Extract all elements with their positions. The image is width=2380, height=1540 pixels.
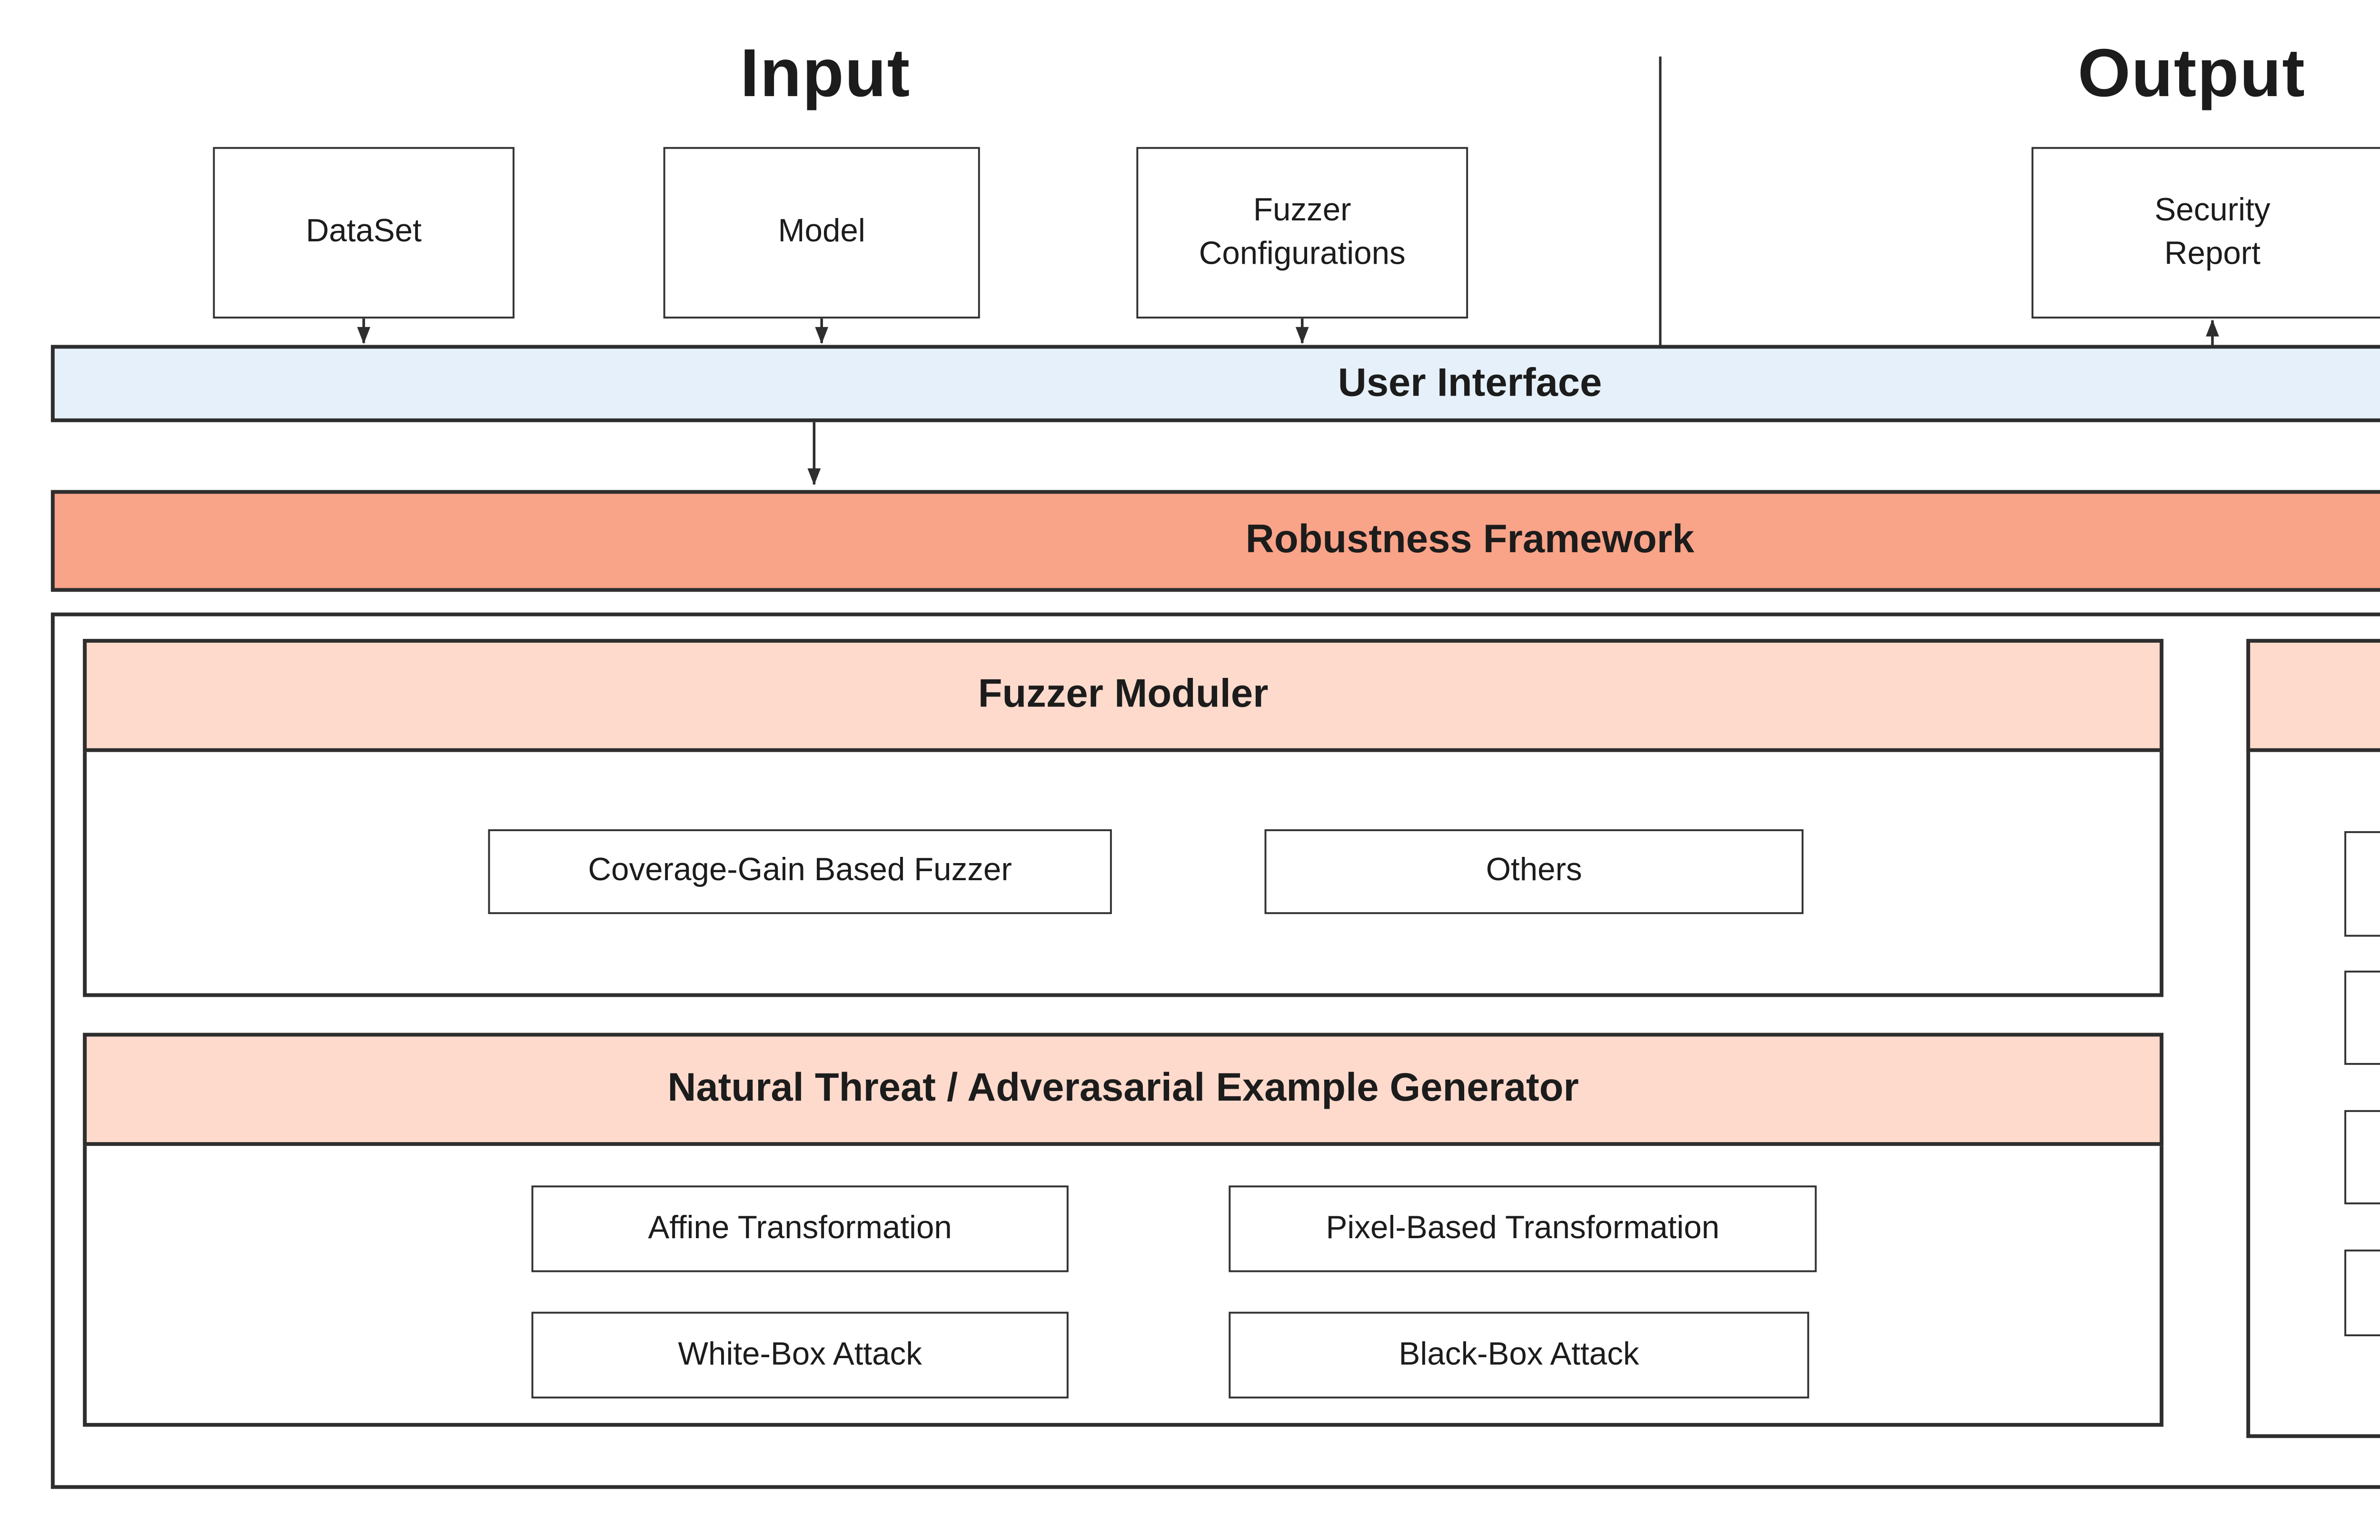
user-interface-label: User Interface: [1338, 361, 1602, 405]
fuzzer-module-title: Fuzzer Moduler: [978, 673, 1269, 716]
fuzzer-configurations-box: Fuzzer Configurations: [1136, 147, 1468, 319]
evaluation-others-box: Others: [2344, 1249, 2380, 1337]
robustness-framework-label: Robustness Framework: [1245, 518, 1695, 562]
user-interface-bar: User Interface: [50, 345, 2380, 422]
robustness-framework-bar: Robustness Framework: [50, 490, 2380, 592]
attack-utility-box: Attack Utility: [2344, 1110, 2380, 1204]
coverage-gain-fuzzer-box: Coverage-Gain Based Fuzzer: [488, 829, 1112, 914]
black-box-attack-box: Black-Box Attack: [1229, 1311, 1809, 1399]
fuzzer-module-panel: Fuzzer Moduler: [83, 639, 2164, 997]
security-report-box: Security Report: [2031, 147, 2380, 319]
classification-utility-box: Classification Utility: [2344, 831, 2380, 937]
dataset-box: DataSet: [213, 147, 515, 319]
evaluation-header: Evaluation: [2246, 639, 2380, 752]
fuzzer-module-header: Fuzzer Moduler: [83, 639, 2164, 752]
generator-panel: Natural Threat / Adverasarial Example Ge…: [83, 1033, 2164, 1427]
model-box: Model: [663, 147, 980, 319]
affine-transformation-box: Affine Transformation: [531, 1185, 1069, 1272]
output-title: Output: [2077, 34, 2306, 111]
fuzzer-others-box: Others: [1264, 829, 1804, 914]
coverage-utility-box: Coverage Utility: [2344, 970, 2380, 1065]
input-title: Input: [740, 34, 911, 111]
white-box-attack-box: White-Box Attack: [531, 1311, 1069, 1399]
generator-header: Natural Threat / Adverasarial Example Ge…: [83, 1033, 2164, 1146]
pixel-based-transformation-box: Pixel-Based Transformation: [1229, 1185, 1817, 1272]
generator-title: Natural Threat / Adverasarial Example Ge…: [667, 1066, 1579, 1110]
